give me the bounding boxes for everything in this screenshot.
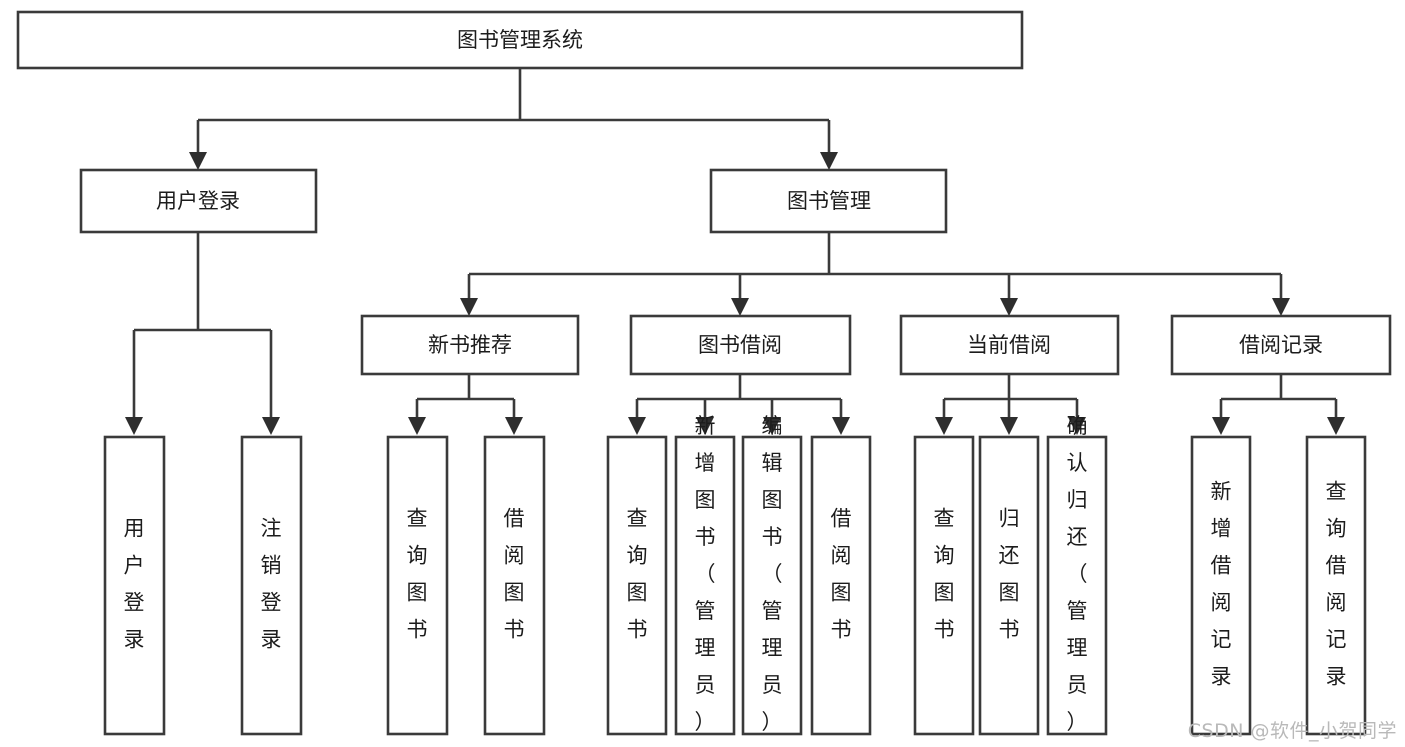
arrow-root-to-user-login [189, 152, 207, 170]
node-leaf-add-record-box[interactable] [1190, 435, 1252, 736]
node-leaf-edit-book[interactable]: 编辑图书（管理员） [741, 414, 803, 736]
edge-layer [125, 68, 1345, 435]
node-book-manage[interactable]: 图书管理 [709, 168, 948, 234]
arrow-to-leaf-borrow-book-1 [505, 417, 523, 435]
node-current-borrow-label: 当前借阅 [967, 333, 1051, 357]
arrow-to-borrow-record [1272, 298, 1290, 316]
node-leaf-query-record[interactable]: 查询借阅记录 [1305, 435, 1367, 736]
node-leaf-borrow-book-2-box[interactable] [810, 435, 872, 736]
arrow-to-book-borrow [731, 298, 749, 316]
node-root[interactable]: 图书管理系统 [16, 10, 1024, 70]
arrow-to-new-book-recommend [460, 298, 478, 316]
node-leaf-query-book-2[interactable]: 查询图书 [606, 435, 668, 736]
node-new-book-recommend-box[interactable] [360, 314, 580, 376]
node-leaf-user-logout-box[interactable] [240, 435, 303, 736]
node-leaf-user-logout[interactable]: 注销登录 [240, 435, 303, 736]
node-leaf-borrow-book-1-box[interactable] [483, 435, 546, 736]
node-user-login[interactable]: 用户登录 [79, 168, 318, 234]
node-root-box[interactable] [16, 10, 1024, 70]
arrow-to-leaf-query-book-2 [628, 417, 646, 435]
node-leaf-confirm-return[interactable]: 确认归还（管理员） [1046, 414, 1108, 736]
node-leaf-add-book-box[interactable] [674, 435, 736, 736]
node-book-manage-box[interactable] [709, 168, 948, 234]
node-leaf-add-record-label: 新增借阅记录 [1211, 480, 1232, 689]
node-new-book-recommend-label: 新书推荐 [428, 333, 512, 357]
node-current-borrow[interactable]: 当前借阅 [899, 314, 1120, 376]
node-leaf-add-book[interactable]: 新增图书（管理员） [674, 414, 736, 736]
node-leaf-edit-book-box[interactable] [741, 435, 803, 736]
node-leaf-query-book-3-label: 查询图书 [934, 507, 955, 642]
arrow-to-leaf-query-record [1327, 417, 1345, 435]
node-leaf-borrow-book-1-label: 借阅图书 [504, 507, 525, 642]
node-leaf-query-book-1[interactable]: 查询图书 [386, 435, 449, 736]
node-leaf-user-logout-label: 注销登录 [261, 517, 282, 652]
node-borrow-record-label: 借阅记录 [1239, 333, 1323, 357]
node-new-book-recommend[interactable]: 新书推荐 [360, 314, 580, 376]
node-leaf-query-book-3-box[interactable] [913, 435, 975, 736]
node-leaf-query-book-2-label: 查询图书 [627, 507, 648, 642]
node-leaf-query-book-1-label: 查询图书 [407, 507, 428, 642]
arrow-root-to-book-manage [820, 152, 838, 170]
node-borrow-record[interactable]: 借阅记录 [1170, 314, 1392, 376]
node-leaf-user-login-label: 用户登录 [124, 517, 145, 652]
node-leaf-add-record[interactable]: 新增借阅记录 [1190, 435, 1252, 736]
node-borrow-record-box[interactable] [1170, 314, 1392, 376]
node-book-manage-label: 图书管理 [787, 189, 871, 213]
node-leaf-edit-book-label: 编辑图书（管理员） [762, 414, 783, 734]
node-leaf-return-book-label: 归还图书 [999, 507, 1020, 642]
node-leaf-borrow-book-2-label: 借阅图书 [831, 507, 852, 642]
arrow-to-current-borrow [1000, 298, 1018, 316]
arrow-to-leaf-return-book [1000, 417, 1018, 435]
arrow-to-leaf-user-logout [262, 417, 280, 435]
node-leaf-confirm-return-label: 确认归还（管理员） [1067, 414, 1088, 734]
node-leaf-user-login[interactable]: 用户登录 [103, 435, 166, 736]
node-current-borrow-box[interactable] [899, 314, 1120, 376]
node-leaf-user-login-box[interactable] [103, 435, 166, 736]
node-leaf-query-book-1-box[interactable] [386, 435, 449, 736]
node-root-label: 图书管理系统 [457, 28, 583, 52]
arrow-to-leaf-add-record [1212, 417, 1230, 435]
arrow-to-leaf-user-login [125, 417, 143, 435]
node-user-login-box[interactable] [79, 168, 318, 234]
node-leaf-borrow-book-1[interactable]: 借阅图书 [483, 435, 546, 736]
node-book-borrow[interactable]: 图书借阅 [629, 314, 852, 376]
node-leaf-return-book-box[interactable] [978, 435, 1040, 736]
node-user-login-label: 用户登录 [156, 189, 240, 213]
node-leaf-query-record-label: 查询借阅记录 [1326, 480, 1347, 689]
arrow-to-leaf-query-book-3 [935, 417, 953, 435]
arrow-to-leaf-query-book-1 [408, 417, 426, 435]
node-leaf-borrow-book-2[interactable]: 借阅图书 [810, 435, 872, 736]
node-book-borrow-label: 图书借阅 [698, 333, 782, 357]
node-layer: 图书管理系统 用户登录 图书管理 新书推荐 图书借阅 当前 [16, 10, 1392, 736]
node-leaf-query-book-2-box[interactable] [606, 435, 668, 736]
node-leaf-return-book[interactable]: 归还图书 [978, 435, 1040, 736]
arrow-to-leaf-borrow-book-2 [832, 417, 850, 435]
node-leaf-confirm-return-box[interactable] [1046, 435, 1108, 736]
node-leaf-add-book-label: 新增图书（管理员） [695, 414, 716, 734]
node-leaf-query-book-3[interactable]: 查询图书 [913, 435, 975, 736]
node-book-borrow-box[interactable] [629, 314, 852, 376]
node-leaf-query-record-box[interactable] [1305, 435, 1367, 736]
